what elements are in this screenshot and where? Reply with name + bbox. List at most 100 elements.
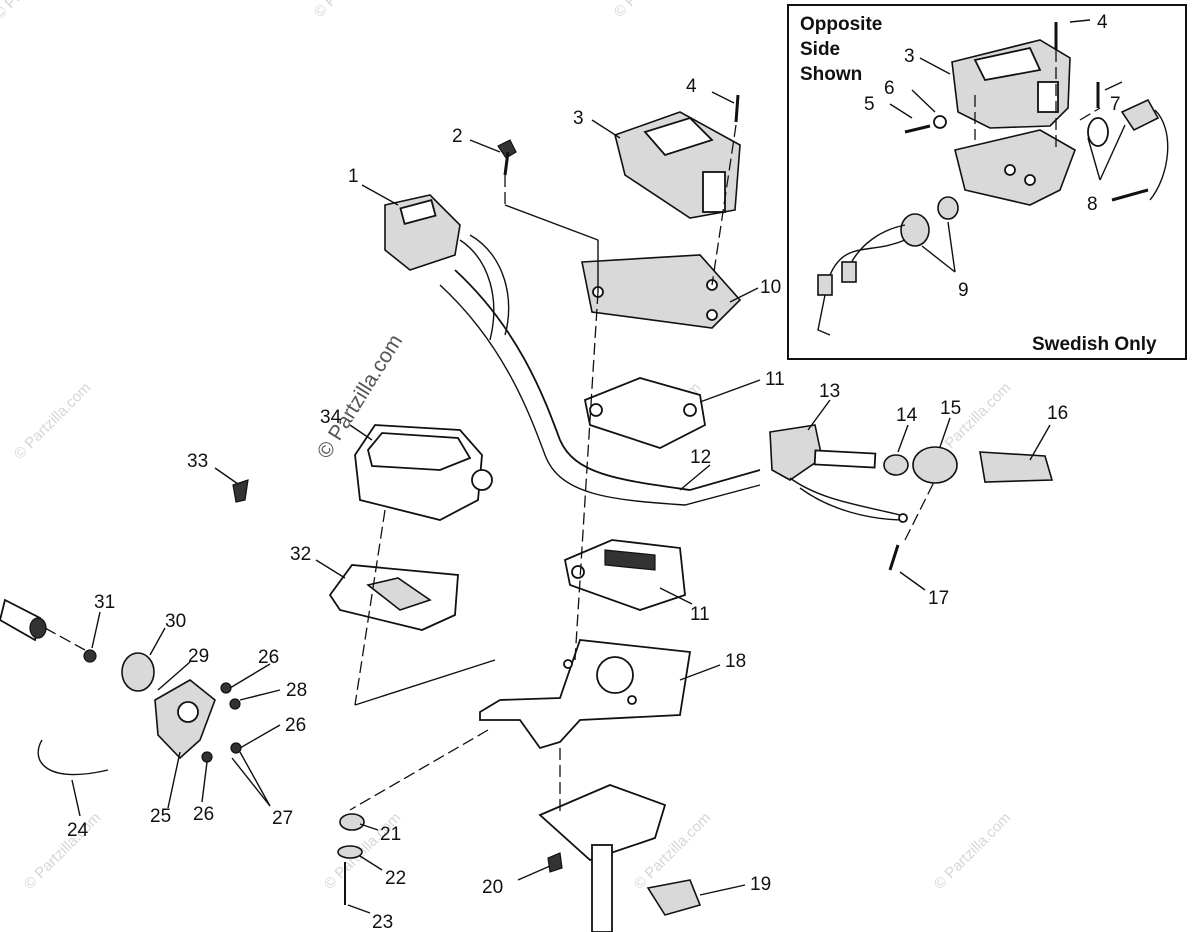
- clamp-knurl: [604, 549, 656, 571]
- callout-18: 18: [725, 651, 746, 672]
- lever-stub: [813, 449, 877, 469]
- inset-title-line: Side: [800, 39, 840, 60]
- spacer-icon: [883, 454, 909, 476]
- callout-4: 4: [1097, 12, 1108, 33]
- switch-knob-icon: [912, 446, 958, 484]
- assembly-line: [349, 729, 489, 811]
- assembly-line: [904, 479, 936, 541]
- callout-34: 34: [320, 407, 342, 428]
- shim-icon: [339, 813, 365, 831]
- connector-icon: [937, 196, 959, 220]
- sensor-wire: [37, 739, 109, 776]
- callout-15: 15: [940, 398, 961, 419]
- inset-footer: Swedish Only: [1032, 334, 1157, 355]
- screw-icon: [503, 151, 510, 176]
- wire: [1149, 109, 1169, 201]
- screw-icon: [904, 124, 931, 134]
- fitting-icon: [232, 479, 249, 503]
- base-plate-icon: [479, 639, 692, 750]
- clip: [817, 294, 831, 336]
- screw-icon: [1111, 188, 1149, 202]
- callout-9: 9: [958, 280, 969, 301]
- callout-19: 19: [750, 874, 771, 895]
- seal-icon: [121, 652, 155, 692]
- watermark: © Partzilla.com: [11, 379, 94, 462]
- callout-25: 25: [150, 806, 171, 827]
- gasket-insert: [366, 577, 432, 611]
- callout-17: 17: [928, 588, 949, 609]
- washer-icon: [1087, 117, 1109, 147]
- callout-6: 6: [884, 78, 895, 99]
- connector-icon: [900, 213, 930, 247]
- washer-icon: [933, 115, 947, 129]
- callout-26: 26: [193, 804, 214, 825]
- inset-title-line: Shown: [800, 64, 862, 85]
- callout-8: 8: [1087, 194, 1098, 215]
- callout-2: 2: [452, 126, 463, 147]
- assembly-line: [44, 627, 86, 651]
- switch-icon: [1120, 98, 1160, 132]
- watermark: © Partzilla.com: [21, 809, 104, 892]
- callout-13: 13: [819, 381, 840, 402]
- inset-title-line: Opposite: [800, 14, 882, 35]
- watermark: © Partzilla.com: [931, 809, 1014, 892]
- nut-icon: [83, 649, 97, 663]
- callout-31: 31: [94, 592, 115, 613]
- callout-14: 14: [896, 405, 918, 426]
- throttle-lever: [789, 477, 901, 516]
- callout-28: 28: [286, 680, 307, 701]
- callout-30: 30: [165, 611, 186, 632]
- speedometer-face: [367, 432, 472, 471]
- speedometer-knob: [471, 469, 493, 491]
- watermark: © Partzilla.com: [311, 0, 394, 21]
- bracket-hole: [1004, 164, 1016, 176]
- callout-11: 11: [765, 369, 785, 390]
- callout-11: 11: [690, 604, 710, 625]
- spring-icon: [841, 261, 857, 283]
- assembly-line: [574, 291, 599, 661]
- callout-33: 33: [187, 451, 208, 472]
- callout-7: 7: [1110, 94, 1121, 115]
- throttle-lever-edge: [799, 487, 906, 521]
- wire: [849, 224, 906, 266]
- callout-1: 1: [348, 166, 359, 187]
- callout-26: 26: [285, 715, 306, 736]
- callout-23: 23: [372, 912, 393, 932]
- housing-window: [643, 116, 714, 157]
- housing-slot: [702, 171, 726, 213]
- watermark: © Partzilla.com: [0, 0, 74, 23]
- callout-5: 5: [864, 94, 875, 115]
- callout-20: 20: [482, 877, 503, 898]
- brake-line: [469, 234, 510, 336]
- callout-4: 4: [686, 76, 697, 97]
- brake-line: [459, 239, 495, 341]
- housing-window: [973, 46, 1042, 82]
- watermark: © Partzilla.com: [611, 0, 694, 21]
- callout-32: 32: [290, 544, 311, 565]
- housing-slot: [1037, 81, 1059, 113]
- stem-plate-icon: [538, 784, 667, 862]
- assembly-line: [1079, 107, 1101, 121]
- callout-29: 29: [188, 646, 209, 667]
- clamp-icon: [646, 879, 702, 916]
- grip-icon: [979, 451, 1054, 483]
- callout-3: 3: [904, 46, 915, 67]
- callout-3: 3: [573, 108, 584, 129]
- callout-27: 27: [272, 808, 293, 829]
- callout-24: 24: [67, 820, 89, 841]
- callout-21: 21: [380, 824, 401, 845]
- shim-icon: [337, 845, 363, 859]
- steering-post: [591, 844, 613, 932]
- inset-panel: Opposite Side Shown Swedish Only: [787, 4, 1187, 360]
- screw-head-icon: [497, 139, 517, 159]
- nut-icon: [547, 852, 563, 873]
- mount-plate-icon: [581, 254, 742, 329]
- throttle-body-icon: [769, 424, 823, 481]
- bracket-hole: [1024, 174, 1036, 186]
- assembly-line: [711, 124, 737, 286]
- callout-16: 16: [1047, 403, 1068, 424]
- callout-22: 22: [385, 868, 406, 889]
- spring-icon: [817, 274, 833, 296]
- handlebar-tube-edge: [439, 284, 761, 506]
- screw-icon: [888, 544, 900, 571]
